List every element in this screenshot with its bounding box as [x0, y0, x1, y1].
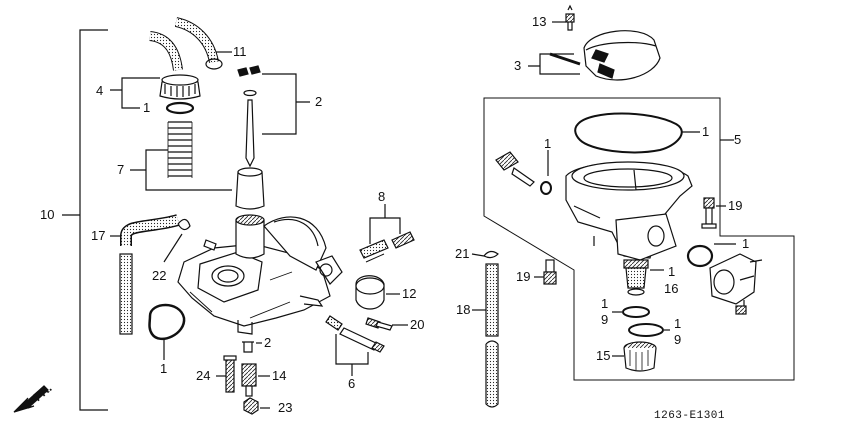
- callout-4: 4: [96, 83, 103, 98]
- callout-10: 10: [40, 207, 54, 222]
- large-gasket-part: [574, 112, 683, 154]
- jet-needle-part: [237, 65, 261, 168]
- callout-13: 13: [532, 14, 546, 29]
- callout-3: 3: [514, 58, 521, 73]
- assembly-bracket-5: [483, 97, 795, 381]
- drawing-code: 1263-E1301: [654, 410, 725, 422]
- throttle-stop-screw-part: [325, 315, 385, 353]
- callout-1-lower-o-ring: 1: [674, 316, 681, 331]
- carburetor-top-cap: [159, 74, 201, 100]
- bowl-cap-part: [623, 341, 657, 372]
- valve-block-part: [709, 253, 763, 315]
- fuel-tube-part: [485, 263, 499, 408]
- callout-1-o-ring: 1: [544, 136, 551, 151]
- housing-screw-part: [701, 197, 717, 229]
- callout-16: 16: [664, 281, 678, 296]
- callout-24: 24: [196, 368, 210, 383]
- side-o-ring-part: [686, 244, 714, 268]
- small-o-ring-part: [540, 181, 552, 195]
- callout-15: 15: [596, 348, 610, 363]
- callout-14: 14: [272, 368, 286, 383]
- callout-9-lower: 9: [674, 332, 681, 347]
- callout-6: 6: [348, 376, 355, 391]
- valve-screw-part: [543, 259, 557, 285]
- air-screw-cap-part: [355, 275, 385, 310]
- float-chamber-housing: [565, 161, 693, 261]
- leader-4: [110, 77, 160, 109]
- callout-19-left: 19: [516, 269, 530, 284]
- throttle-valve-part: [235, 167, 265, 210]
- callout-5: 5: [734, 132, 741, 147]
- fuel-hose-part: [149, 17, 223, 71]
- slow-jet-part: [223, 355, 237, 393]
- callout-1-gasket: 1: [160, 361, 167, 376]
- hose-clip-part: [177, 218, 191, 231]
- throttle-spring-part: [167, 121, 193, 178]
- callout-2-jet: 2: [264, 335, 271, 350]
- filter-screen-part: [623, 259, 649, 296]
- carburetor-body: [177, 214, 343, 335]
- callout-20: 20: [410, 317, 424, 332]
- leader-21: [471, 253, 485, 257]
- callout-23: 23: [278, 400, 292, 415]
- callout-1-filter: 1: [668, 264, 675, 279]
- callout-8: 8: [378, 189, 385, 204]
- drain-plug-part: [243, 397, 259, 415]
- pilot-screw-part: [359, 231, 415, 263]
- overflow-hose-part: [119, 214, 180, 335]
- needle-jet-holder-part: [241, 363, 257, 397]
- cover-screw-part: [565, 4, 575, 31]
- main-jet-part: [242, 341, 254, 353]
- callout-19-right: 19: [728, 198, 742, 213]
- assembly-bracket-10: [79, 29, 108, 411]
- callout-9-upper: 9: [601, 312, 608, 327]
- leader-8: [369, 204, 401, 244]
- callout-7: 7: [117, 162, 124, 177]
- leader-2-top: [262, 73, 310, 135]
- callout-1-washer: 1: [143, 100, 150, 115]
- callout-1-side: 1: [742, 236, 749, 251]
- callout-11: 11: [233, 44, 247, 59]
- top-cover-part: [549, 30, 661, 81]
- washer-part: [165, 101, 195, 115]
- leader-7: [130, 149, 232, 191]
- leader-22: [163, 233, 183, 263]
- drain-screw-part: [365, 317, 393, 331]
- callout-12: 12: [402, 286, 416, 301]
- o-ring-upper-part: [622, 306, 650, 318]
- tube-clip-part: [483, 250, 499, 259]
- callout-2-needle: 2: [315, 94, 322, 109]
- float-bowl-gasket: [148, 303, 186, 341]
- adjuster-screw-part: [495, 151, 535, 187]
- front-direction-arrow-icon: [13, 385, 49, 413]
- callout-17: 17: [91, 228, 105, 243]
- callout-21: 21: [455, 246, 469, 261]
- callout-1-upper-o-ring: 1: [601, 296, 608, 311]
- callout-1-large-gasket: 1: [702, 124, 709, 139]
- callout-18: 18: [456, 302, 470, 317]
- leader-3: [528, 53, 580, 75]
- callout-22: 22: [152, 268, 166, 283]
- leader-6: [335, 334, 369, 376]
- o-ring-lower-part: [628, 323, 664, 337]
